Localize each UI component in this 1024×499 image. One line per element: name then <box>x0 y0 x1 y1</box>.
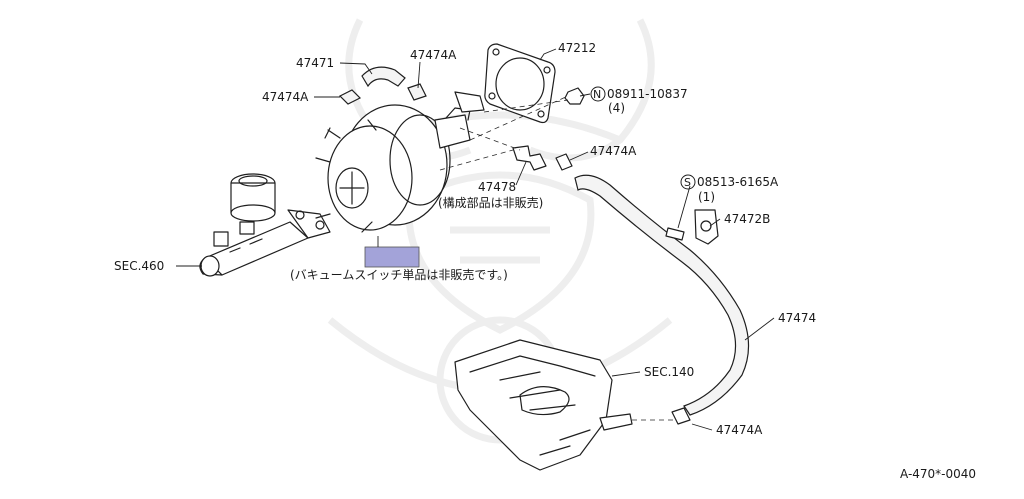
vacuum-switch-highlight <box>364 246 420 268</box>
label-08911-qty: (4) <box>608 101 625 115</box>
label-47474: 47474 <box>778 311 816 325</box>
label-08513-qty: (1) <box>698 190 715 204</box>
label-sec140: SEC.140 <box>644 365 694 379</box>
bracket-47472b <box>665 209 719 245</box>
check-valve-47478 <box>512 145 573 171</box>
label-47474a-mid: 47474A <box>590 144 637 158</box>
label-08911-10837: 08911-10837 <box>607 87 688 101</box>
n-symbol-circle <box>590 86 606 102</box>
label-47478-note: (構成部品は非販売) <box>438 195 543 210</box>
hose-47471 <box>338 66 427 105</box>
label-sec460: SEC.460 <box>114 259 164 273</box>
label-47472b: 47472B <box>724 212 770 226</box>
label-08513-6165a: 08513-6165A <box>697 175 779 189</box>
clamp-47474a-bottom <box>671 407 691 425</box>
n-symbol-letter: N <box>593 88 601 101</box>
hose-47474 <box>574 174 750 416</box>
label-47478: 47478 <box>478 180 516 194</box>
s-symbol-letter: S <box>684 176 691 189</box>
label-47471: 47471 <box>296 56 334 70</box>
label-47474a-top: 47474A <box>410 48 457 62</box>
label-47474a-left: 47474A <box>262 90 309 104</box>
nut-08911 <box>564 87 585 105</box>
dashed-line-2 <box>439 149 514 171</box>
label-47474a-bottom: 47474A <box>716 423 763 437</box>
intake-manifold <box>454 339 633 471</box>
dashed-line-1 <box>459 127 521 151</box>
gasket-47212 <box>484 43 556 124</box>
leader-lines <box>176 48 775 431</box>
master-cylinder <box>199 173 331 277</box>
brake-booster <box>315 91 485 233</box>
diagram-code: A-470*-0040 <box>900 467 976 481</box>
label-vacuum-switch-note: (バキュームスイッチ単品は非販売です。) <box>290 267 508 282</box>
label-47212: 47212 <box>558 41 596 55</box>
s-symbol-circle <box>680 174 696 190</box>
